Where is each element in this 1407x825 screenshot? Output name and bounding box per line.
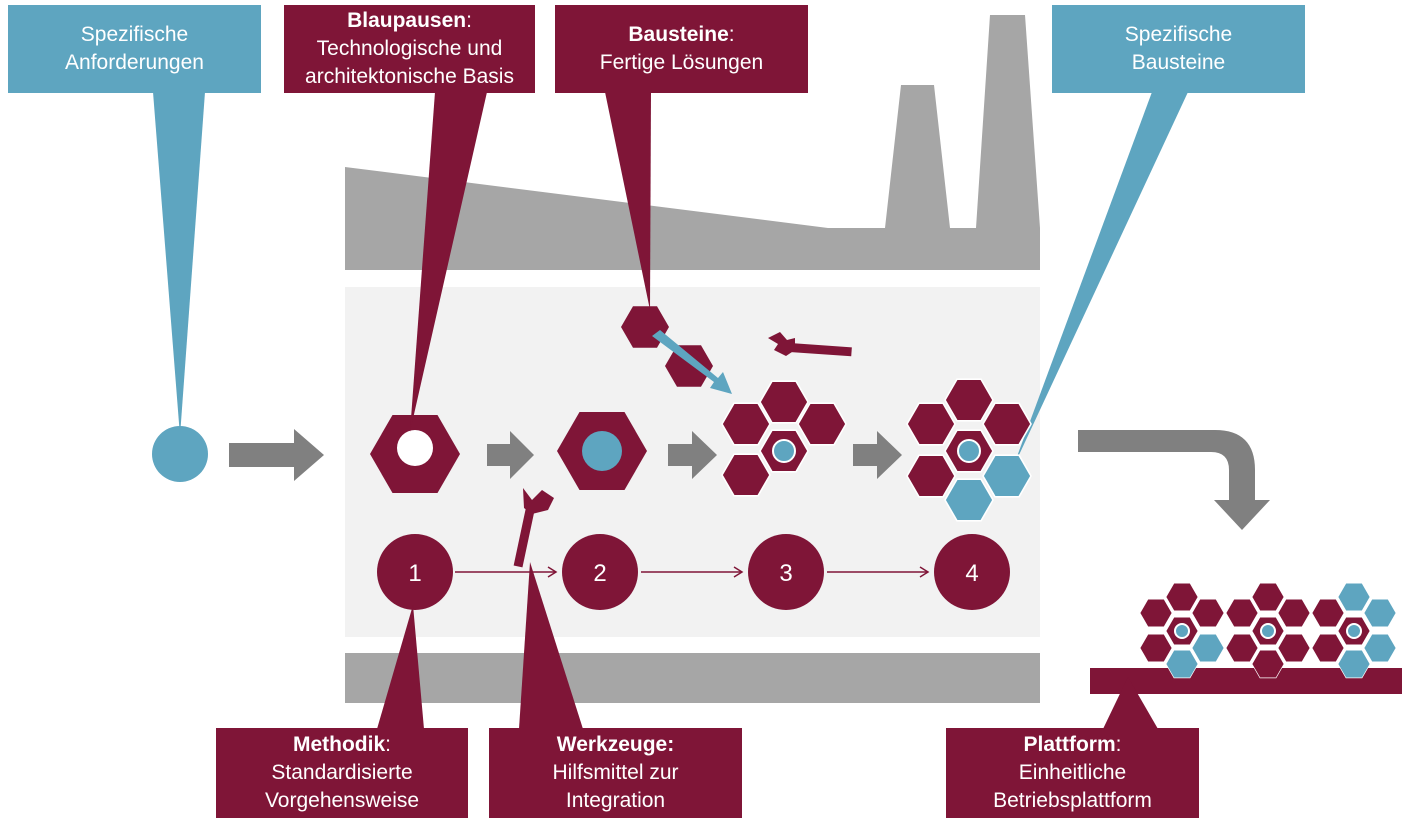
callout-title-suffix: :	[1115, 733, 1122, 756]
callout-line: Einheitliche	[1018, 761, 1127, 784]
callout-title-suffix: :	[385, 733, 391, 756]
blueprint-hole	[397, 430, 433, 466]
callout-line: Betriebsplattform	[993, 789, 1152, 812]
connector-arrowhead	[919, 566, 930, 578]
arrow-icon	[668, 431, 717, 479]
callout-line: Vorgehensweise	[264, 789, 420, 812]
step-circle-2	[562, 534, 638, 610]
callout-line: Standardisierte	[271, 761, 413, 784]
blue-core	[1260, 623, 1276, 639]
callout-werkzeuge: Werkzeuge: Hilfsmittel zur Integration	[489, 728, 742, 818]
blue-core	[772, 439, 796, 463]
callout-title: Werkzeuge:	[556, 733, 675, 756]
arrow-icon	[853, 431, 902, 479]
blue-core	[1346, 623, 1362, 639]
callout-title: Methodik	[292, 733, 386, 756]
arrow-icon	[229, 429, 324, 481]
callout-line: Hilfsmittel zur	[552, 761, 679, 784]
wrench-icon	[513, 488, 554, 568]
step-circle-1	[377, 534, 453, 610]
callout-line: Anforderungen	[65, 51, 204, 74]
connector-arrowhead	[733, 566, 744, 578]
step-number: 3	[779, 560, 792, 587]
bausteine-pointer	[605, 92, 651, 310]
methodik-pointer	[377, 605, 424, 729]
factory-roof	[345, 15, 1040, 270]
bausteine-arrow-icon	[652, 330, 732, 394]
step-number: 2	[593, 560, 606, 587]
callout-title: Blaupausen	[347, 9, 467, 32]
callout-line: architektonische Basis	[305, 65, 514, 88]
callout-spezifische-anforderungen: Spezifische Anforderungen	[8, 5, 261, 93]
callout-line: Bausteine	[1131, 51, 1226, 74]
blue-core	[957, 439, 981, 463]
callout-methodik: Methodik: Standardisierte Vorgehensweise	[216, 728, 468, 818]
anforderungen-pointer	[153, 92, 205, 436]
step-number: 4	[965, 560, 978, 587]
plattform-pointer	[1103, 677, 1158, 729]
blue-core	[582, 431, 622, 471]
callout-spezifische-bausteine: Spezifische Bausteine	[1052, 5, 1305, 93]
callout-line: Technologische und	[316, 37, 503, 60]
blue-core	[1174, 623, 1190, 639]
callout-line: Spezifische	[1124, 23, 1233, 46]
callout-line: Fertige Lösungen	[599, 51, 764, 74]
werkzeuge-pointer	[519, 562, 583, 729]
wrench-icon	[768, 332, 852, 357]
factory-floor	[345, 653, 1040, 703]
callout-bausteine: Bausteine: Fertige Lösungen	[555, 5, 808, 93]
output-arrow-icon	[1078, 430, 1270, 530]
callout-line: Integration	[565, 789, 666, 812]
blaupausen-pointer	[410, 92, 487, 432]
callout-title: Bausteine	[628, 23, 729, 46]
connector-arrowhead	[547, 566, 558, 578]
spezifische-bausteine-pointer	[1012, 92, 1188, 470]
callout-blaupausen: Blaupausen: Technologische und architekt…	[284, 5, 535, 93]
arrow-icon	[487, 431, 534, 479]
callout-line: Spezifische	[80, 23, 189, 46]
step-circle-4	[934, 534, 1010, 610]
callout-title: Plattform	[1023, 733, 1116, 756]
callout-title-suffix: :	[466, 9, 472, 32]
callout-plattform: Plattform: Einheitliche Betriebsplattfor…	[946, 728, 1199, 818]
callout-title-suffix: :	[728, 23, 735, 46]
requirements-circle	[152, 426, 208, 482]
step-circle-3	[748, 534, 824, 610]
step-number: 1	[408, 560, 421, 587]
